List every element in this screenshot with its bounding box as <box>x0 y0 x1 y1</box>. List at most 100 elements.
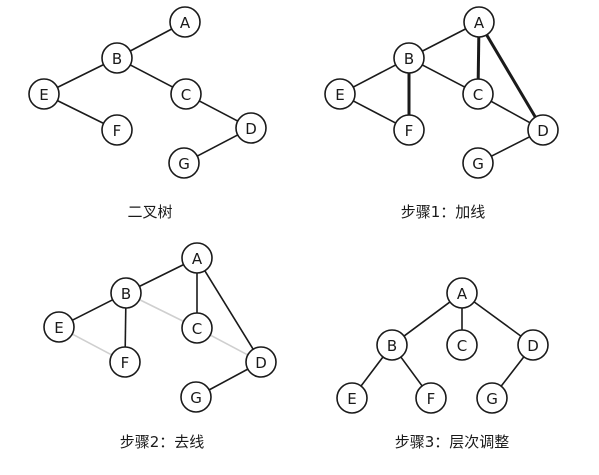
node-d: D <box>235 112 267 144</box>
node-f: F <box>109 346 141 378</box>
node-label: C <box>473 86 483 104</box>
edge-b-c <box>421 64 466 88</box>
node-label: G <box>472 155 484 173</box>
node-label: F <box>113 122 122 140</box>
node-circle <box>101 42 133 74</box>
node-label: G <box>486 390 498 408</box>
node-label: C <box>192 320 202 338</box>
node-label: A <box>192 250 203 268</box>
edge-b-c <box>129 64 174 88</box>
node-label: D <box>245 120 257 138</box>
panel-step2: A B C D E F G 步骤2：去线 <box>43 242 277 451</box>
node-c: C <box>446 329 478 361</box>
node-label: B <box>112 50 122 68</box>
node-label: D <box>527 337 539 355</box>
edge-b-e <box>352 64 397 88</box>
node-circle <box>415 382 447 414</box>
node-circle <box>101 114 133 146</box>
node-d: D <box>517 329 549 361</box>
node-circle <box>109 346 141 378</box>
node-d: D <box>527 114 559 146</box>
edge-e-f <box>57 99 104 125</box>
node-label: F <box>427 390 436 408</box>
node-a: A <box>169 6 201 38</box>
edge-d-g <box>500 356 525 387</box>
panel-tree: A B C D E F G 二叉树 <box>28 6 267 221</box>
node-circle <box>527 114 559 146</box>
node-circle <box>180 381 212 413</box>
node-label: E <box>39 86 48 104</box>
node-circle <box>169 6 201 38</box>
node-e: E <box>28 78 60 110</box>
edge-b-e <box>360 356 384 387</box>
node-circle <box>245 346 277 378</box>
node-g: G <box>476 382 508 414</box>
node-circle <box>181 312 213 344</box>
node-circle <box>393 114 425 146</box>
node-circle <box>476 382 508 414</box>
node-label: B <box>121 285 131 303</box>
panel-caption: 步骤2：去线 <box>120 433 205 451</box>
node-c: C <box>462 78 494 110</box>
node-circle <box>28 78 60 110</box>
panel-caption: 步骤1：加线 <box>401 203 486 221</box>
edge-a-d <box>485 34 537 118</box>
node-g: G <box>180 381 212 413</box>
node-label: B <box>404 50 414 68</box>
node-label: B <box>387 337 397 355</box>
edge-b-f <box>400 356 423 387</box>
node-circle <box>43 311 75 343</box>
node-b: B <box>101 42 133 74</box>
node-circle <box>235 112 267 144</box>
node-circle <box>462 78 494 110</box>
node-c: C <box>170 78 202 110</box>
edge-e-f <box>352 100 397 124</box>
edge-b-c <box>139 298 184 323</box>
node-label: E <box>347 390 356 408</box>
node-label: D <box>537 122 549 140</box>
node-circle <box>324 78 356 110</box>
node-label: D <box>255 354 267 372</box>
node-a: A <box>446 277 478 309</box>
node-circle <box>168 147 200 179</box>
edge-a-b <box>403 301 451 337</box>
edge-b-e <box>72 299 113 321</box>
node-e: E <box>43 311 75 343</box>
node-b: B <box>393 42 425 74</box>
node-label: C <box>181 86 191 104</box>
edge-b-f <box>124 307 127 348</box>
node-a: A <box>463 6 495 38</box>
edge-c-d <box>209 334 249 356</box>
node-circle <box>462 147 494 179</box>
node-label: G <box>190 389 202 407</box>
edge-a-b <box>421 28 467 52</box>
edge-a-d <box>204 270 254 350</box>
node-label: A <box>180 14 191 32</box>
node-circle <box>393 42 425 74</box>
node-d: D <box>245 346 277 378</box>
node-label: F <box>121 354 130 372</box>
node-f: F <box>415 382 447 414</box>
node-g: G <box>168 147 200 179</box>
edge-c-d <box>490 100 531 124</box>
edge-c-d <box>198 100 239 122</box>
node-label: C <box>457 337 467 355</box>
node-f: F <box>101 114 133 146</box>
edge-a-d <box>473 301 522 337</box>
node-e: E <box>324 78 356 110</box>
node-circle <box>463 6 495 38</box>
node-circle <box>110 277 142 309</box>
node-label: A <box>457 285 468 303</box>
panel-caption: 步骤3：层次调整 <box>395 433 510 451</box>
node-circle <box>336 382 368 414</box>
node-circle <box>446 329 478 361</box>
node-label: E <box>335 86 344 104</box>
node-label: A <box>474 14 485 32</box>
edge-a-c <box>476 36 481 80</box>
node-circle <box>376 329 408 361</box>
edge-a-b <box>139 263 184 288</box>
panel-caption: 二叉树 <box>127 203 172 221</box>
